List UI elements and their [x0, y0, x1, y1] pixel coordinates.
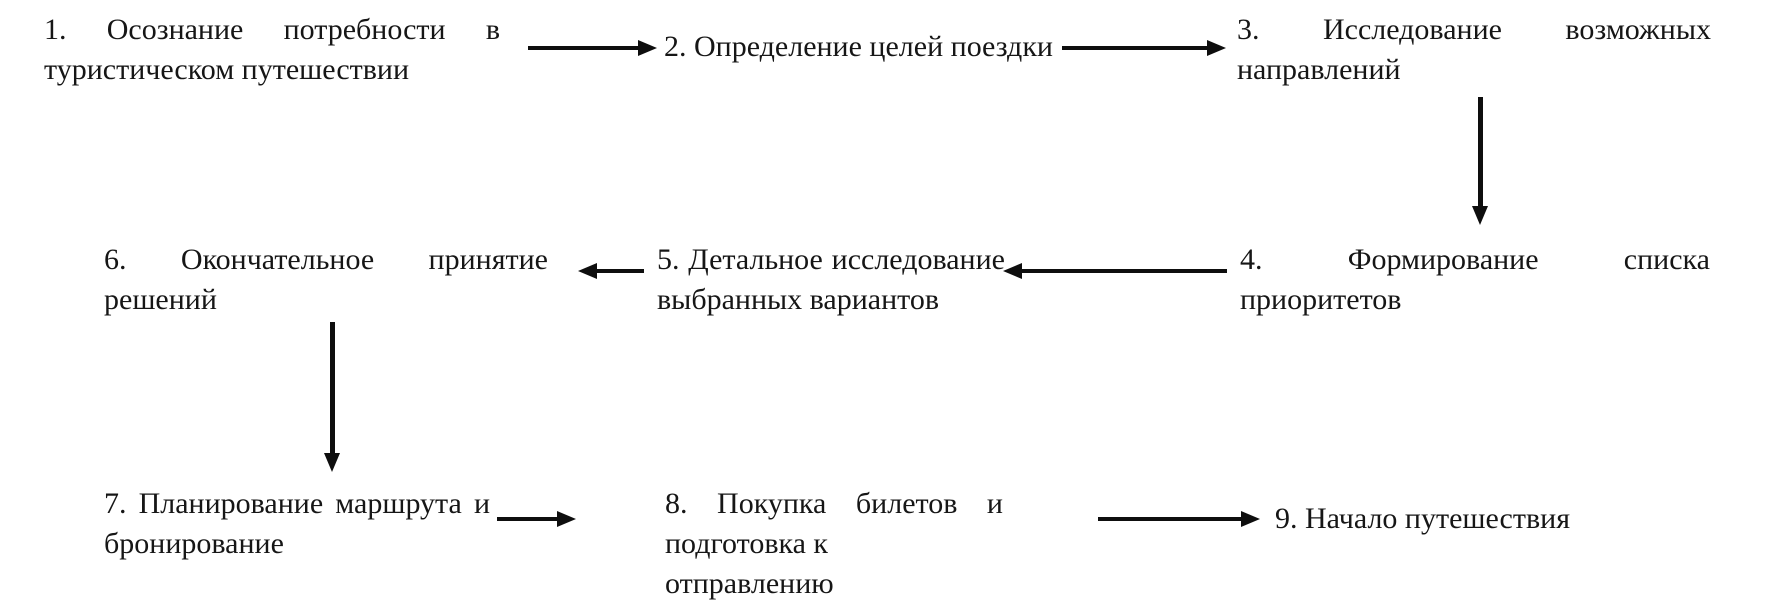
step-7: 7. Планирование маршрута и бронирование [104, 484, 490, 564]
arrow-4-to-5-icon [1003, 263, 1227, 279]
arrow-shaft [1098, 517, 1241, 521]
step-4-line-2: приоритетов [1240, 283, 1402, 316]
arrow-8-to-9-icon [1098, 511, 1260, 527]
step-5: 5. Детальное исследование выбранных вари… [657, 240, 1005, 320]
arrow-shaft [528, 46, 638, 50]
arrow-6-to-7-icon [324, 322, 340, 472]
step-3-line-1: 3. Исследование возможных [1237, 13, 1711, 46]
arrow-head [638, 40, 657, 56]
step-3: 3. Исследование возможных направлений [1237, 10, 1711, 90]
step-6-line-1: 6. Окончательное принятие [104, 243, 548, 276]
step-4-line-1: 4. Формирование списка [1240, 243, 1710, 276]
arrow-head [1472, 206, 1488, 225]
step-1: 1. Осознание потребности в туристическом… [44, 10, 500, 90]
step-5-line-2: выбранных вариантов [657, 283, 940, 316]
step-6-line-2: решений [104, 283, 217, 316]
step-9-line-1: 9. Начало путешествия [1275, 502, 1571, 535]
arrow-shaft [1477, 97, 1483, 206]
arrow-head [578, 263, 597, 279]
step-3-line-2: направлений [1237, 53, 1401, 86]
step-1-line-1: 1. Осознание потребности в [44, 13, 500, 46]
arrow-shaft [329, 322, 335, 453]
arrow-3-to-4-icon [1472, 97, 1488, 225]
step-7-line-1: 7. Планирование маршрута и [104, 487, 490, 520]
step-8: 8. Покупка билетов и подготовка к отправ… [665, 484, 1003, 604]
step-2-line-1: 2. Определение целей поездки [664, 30, 1053, 63]
arrow-5-to-6-icon [578, 263, 644, 279]
arrow-shaft [497, 517, 557, 521]
step-8-line-1: 8. Покупка билетов и [665, 487, 1003, 520]
step-6: 6. Окончательное принятие решений [104, 240, 548, 320]
step-8-line-2: подготовка к отправлению [665, 527, 834, 600]
step-1-line-2: туристическом путешествии [44, 53, 410, 86]
step-4: 4. Формирование списка приоритетов [1240, 240, 1710, 320]
arrow-shaft [1022, 269, 1227, 273]
arrow-head [557, 511, 576, 527]
step-5-line-1: 5. Детальное исследование [657, 243, 1005, 276]
arrow-head [1003, 263, 1022, 279]
step-2: 2. Определение целей поездки [664, 27, 1053, 67]
arrow-shaft [1062, 46, 1207, 50]
arrow-shaft [597, 269, 644, 273]
arrow-2-to-3-icon [1062, 40, 1226, 56]
arrow-head [324, 453, 340, 472]
step-9: 9. Начало путешествия [1275, 499, 1570, 539]
step-7-line-2: бронирование [104, 527, 284, 560]
arrow-head [1207, 40, 1226, 56]
arrow-head [1241, 511, 1260, 527]
arrow-7-to-8-icon [497, 511, 576, 527]
arrow-1-to-2-icon [528, 40, 657, 56]
